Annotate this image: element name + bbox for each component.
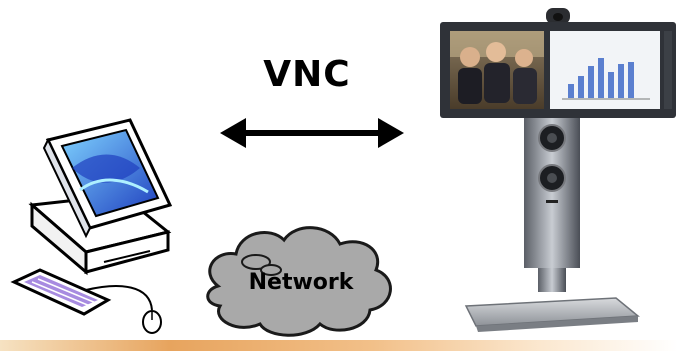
computer-icon [10, 118, 173, 334]
decorative-footer-strip [0, 340, 678, 351]
network-cloud-icon [206, 226, 392, 337]
video-terminal-icon [440, 8, 676, 332]
vnc-label: VNC [263, 54, 351, 95]
network-label: Network [248, 270, 354, 295]
vnc-double-arrow [220, 118, 404, 148]
